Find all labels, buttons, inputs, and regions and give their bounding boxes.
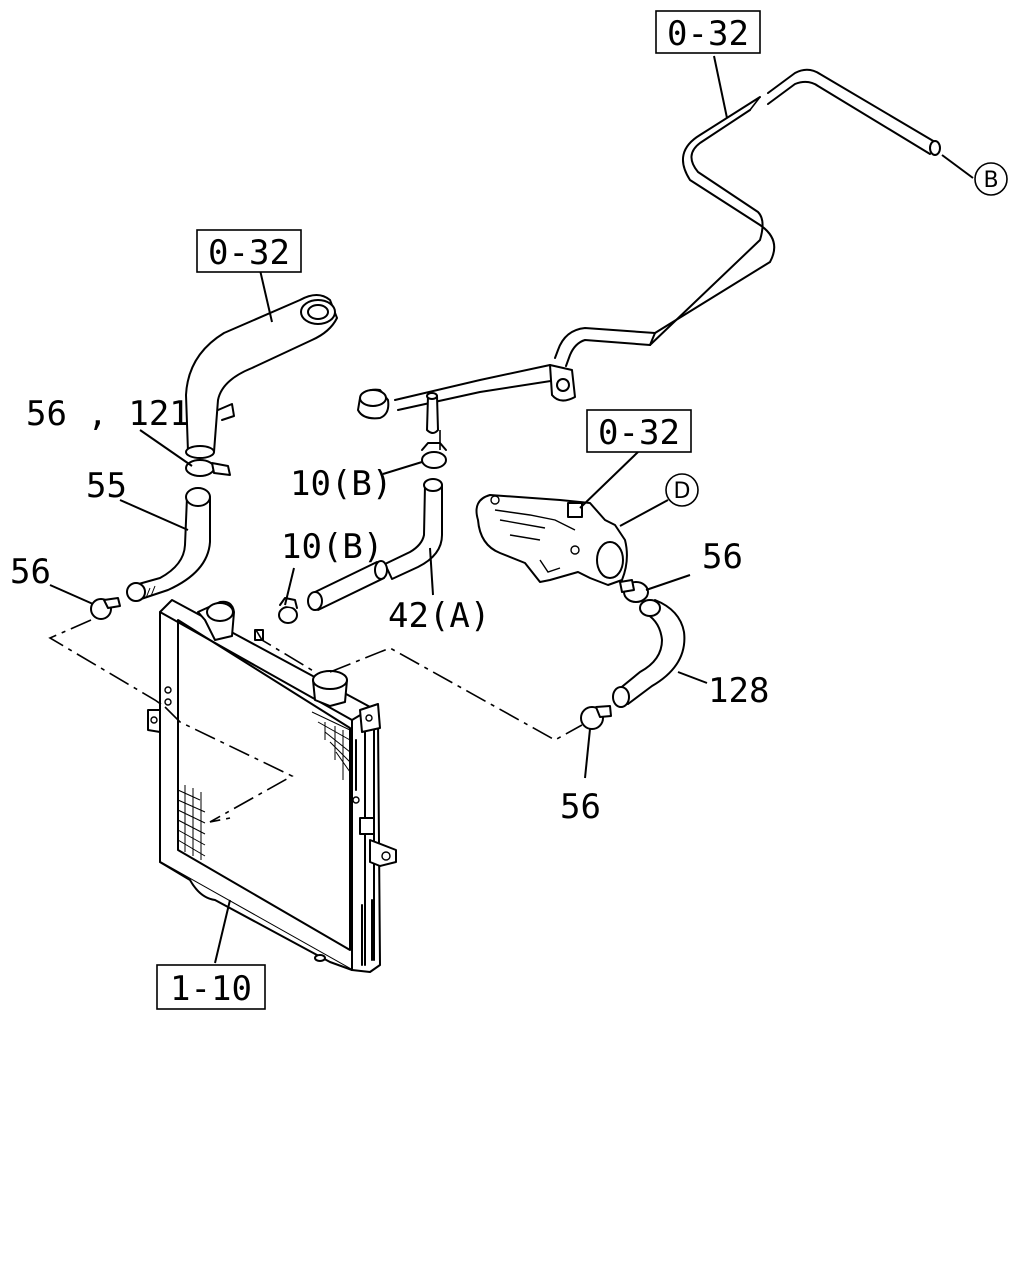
hose-128 [612, 599, 686, 708]
label-56-bottom: 56 [560, 787, 601, 827]
connector-b-label: B [983, 168, 998, 193]
label-56-121: 56 , 121 [26, 394, 190, 434]
label-10b-upper: 10(B) [290, 464, 392, 504]
clamp-56-121 [185, 459, 231, 477]
label-55: 55 [86, 466, 127, 506]
clamp-56-left [90, 597, 121, 620]
leader-lines [49, 55, 974, 964]
bypass-pipe [357, 68, 941, 434]
connector-b-marker: B [974, 162, 1008, 196]
connector-d-label: D [674, 479, 691, 504]
ref-upper-pipe-label: 0-32 [667, 14, 749, 54]
clip-10b-upper [421, 442, 447, 469]
ref-radiator-label: 1-10 [170, 969, 252, 1009]
clamp-56-bottom [580, 705, 612, 730]
hose-55 [126, 487, 211, 602]
label-56-left: 56 [10, 552, 51, 592]
hose-42a [307, 478, 443, 611]
clip-10b-lower [278, 597, 298, 624]
ref-thermostat-housing-label: 0-32 [598, 413, 680, 453]
ref-box-upper-pipe: 0-32 [655, 10, 761, 54]
outlet-pipe [185, 294, 338, 459]
ref-box-radiator: 1-10 [156, 964, 266, 1010]
radiator [147, 599, 397, 973]
label-56-right: 56 [702, 537, 743, 577]
clamp-56-right [619, 579, 649, 603]
label-10b-lower: 10(B) [281, 527, 383, 567]
label-128: 128 [708, 671, 769, 711]
ref-box-thermostat-housing: 0-32 [586, 409, 692, 453]
connection-lines [48, 96, 761, 823]
label-42a: 42(A) [388, 596, 490, 636]
ref-box-outlet-pipe: 0-32 [196, 229, 302, 273]
thermostat-housing [475, 494, 628, 586]
connector-d-marker: D [665, 473, 699, 507]
ref-outlet-pipe-label: 0-32 [208, 233, 290, 273]
